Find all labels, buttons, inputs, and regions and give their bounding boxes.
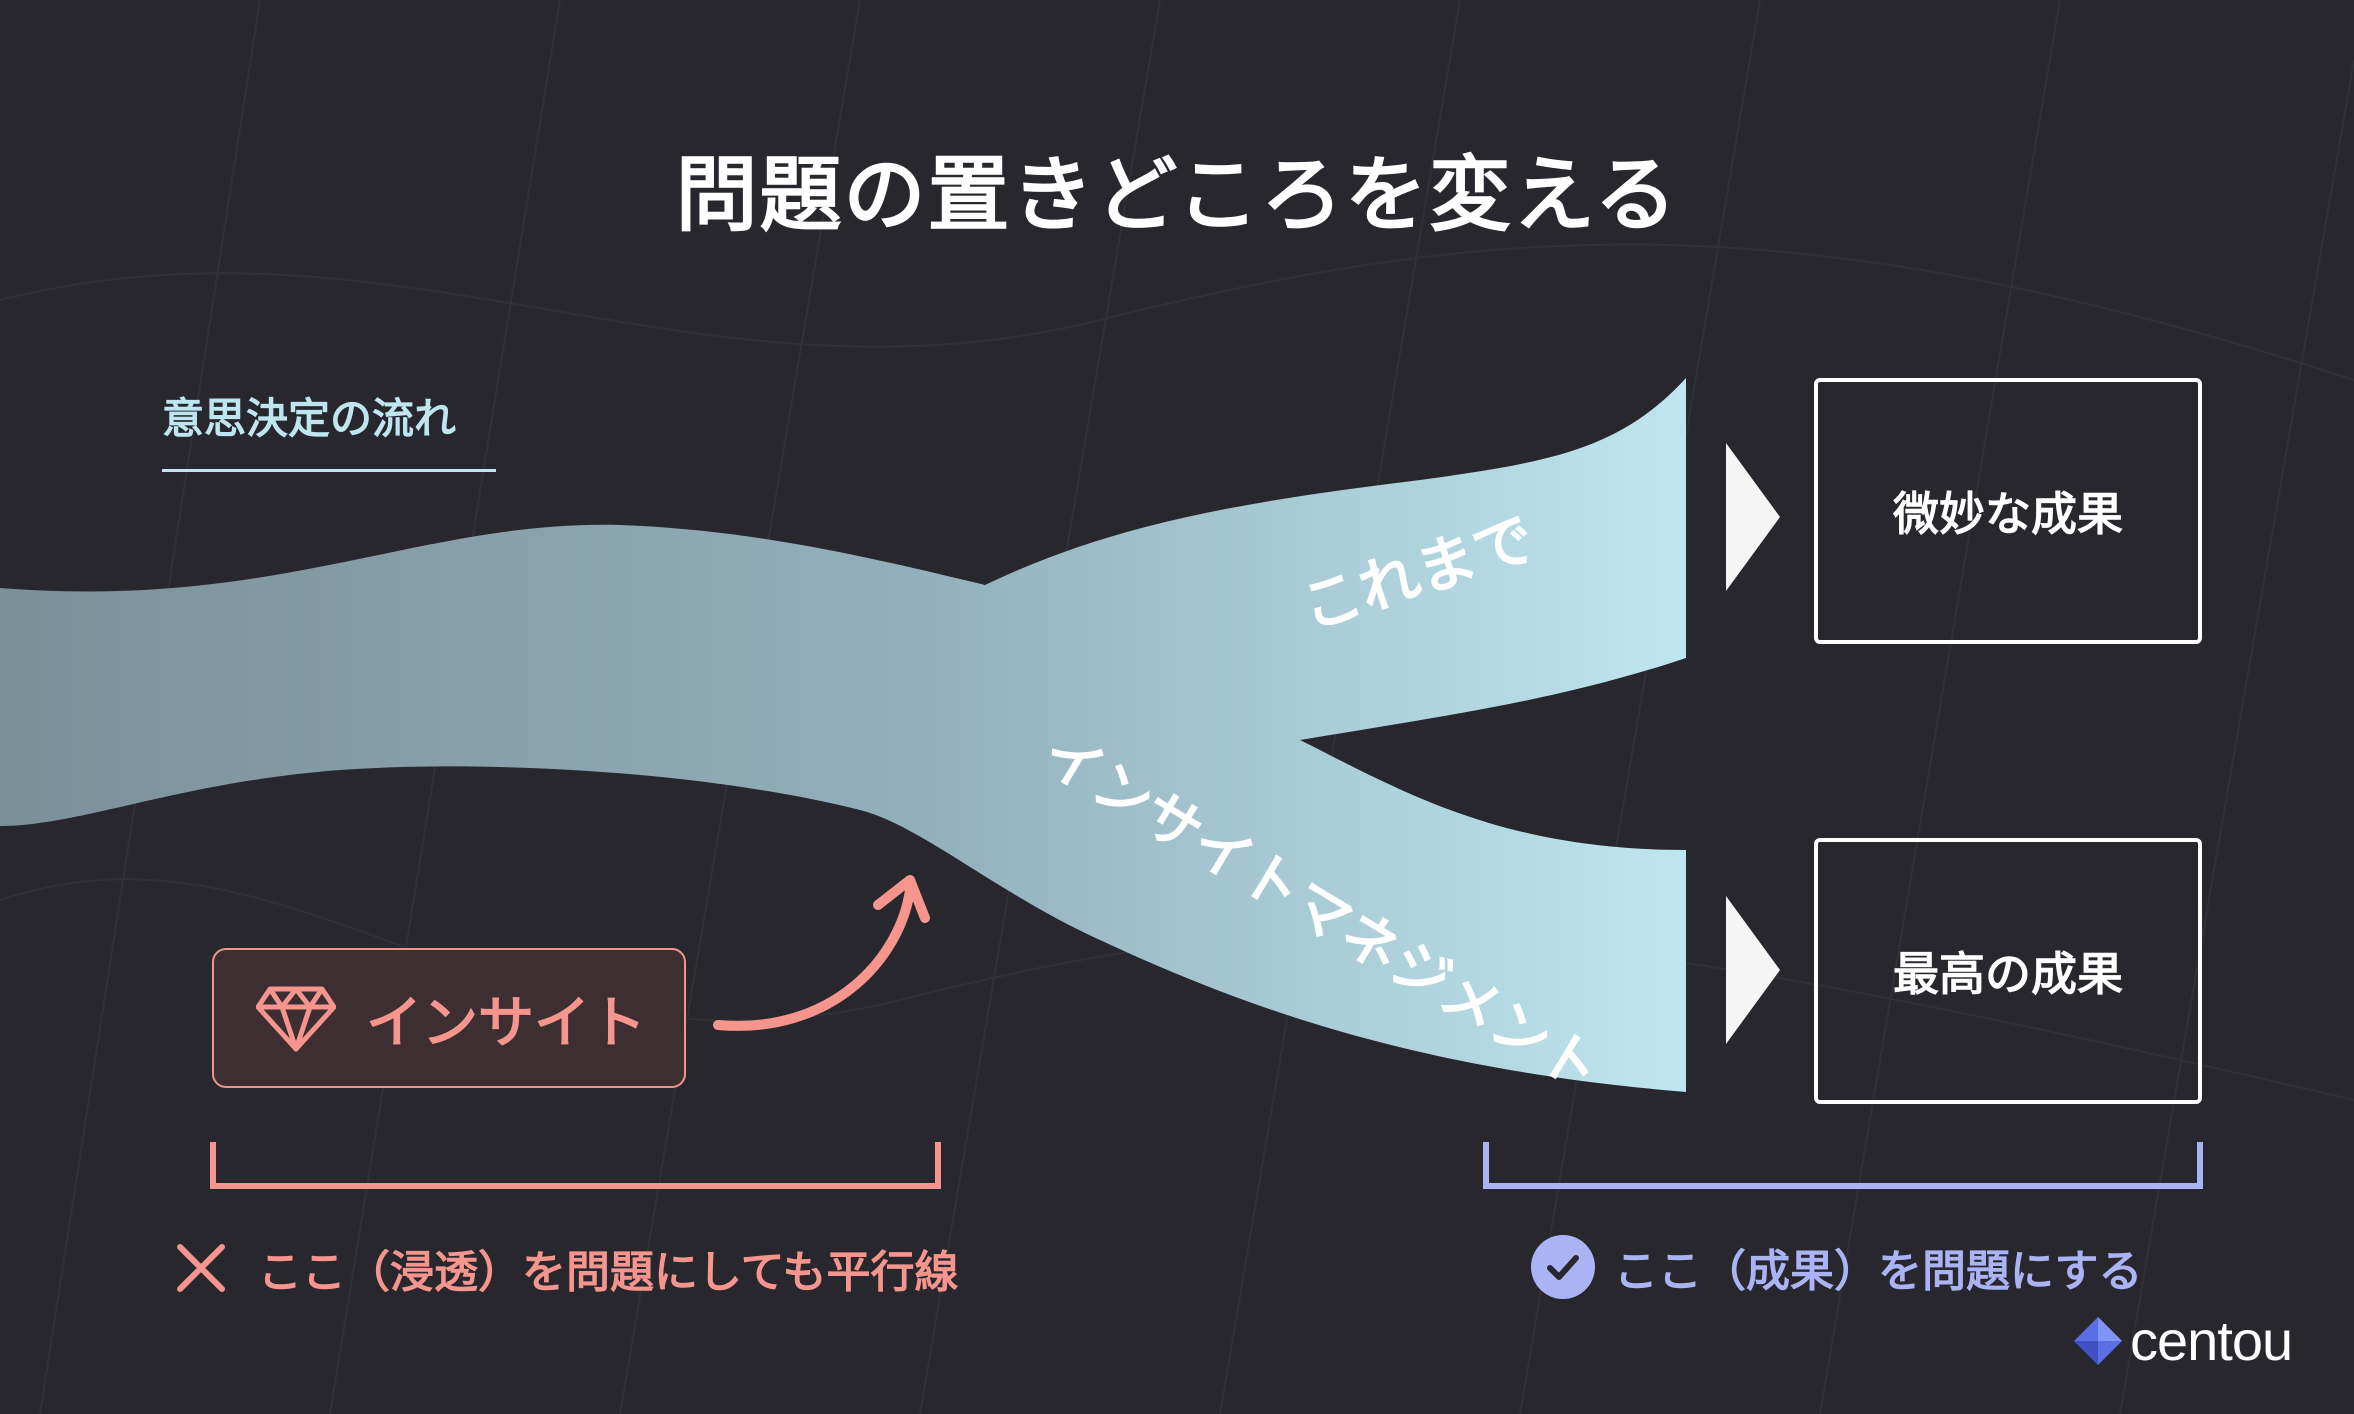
outcome-lower-label: 最高の成果	[1893, 947, 2123, 1001]
lower-arrow-icon	[1726, 896, 1780, 1044]
stream-shape	[0, 378, 1686, 1092]
outcome-box-upper: 微妙な成果	[1814, 378, 2202, 644]
flow-label: 意思決定の流れ	[162, 394, 457, 443]
cross-icon	[177, 1244, 225, 1292]
insight-arrowhead-icon	[873, 875, 930, 923]
page-title: 問題の置きどころを変える	[675, 148, 1679, 243]
left-note-text: ここ（浸透）を問題にしても平行線	[258, 1247, 959, 1298]
left-note: ここ（浸透）を問題にしても平行線	[174, 1236, 958, 1300]
outcome-box-lower: 最高の成果	[1814, 838, 2202, 1104]
insight-card: インサイト	[212, 948, 686, 1088]
left-bracket	[210, 1142, 941, 1189]
brand-logo: centou	[2072, 1308, 2293, 1373]
right-note: ここ（成果）を問題にする	[1530, 1234, 2142, 1300]
check-circle-icon	[1531, 1235, 1595, 1299]
outcome-upper-label: 微妙な成果	[1893, 487, 2123, 541]
centou-logo-icon	[2074, 1316, 2122, 1365]
flow-label-underline	[162, 469, 496, 472]
right-note-text: ここ（成果）を問題にする	[1614, 1246, 2143, 1297]
right-bracket	[1483, 1142, 2203, 1189]
diamond-icon	[256, 986, 336, 1052]
upper-arrow-icon	[1726, 443, 1780, 591]
insight-label: インサイト	[366, 990, 646, 1056]
insight-arrow	[713, 885, 915, 1031]
brand-name: centou	[2130, 1309, 2293, 1372]
